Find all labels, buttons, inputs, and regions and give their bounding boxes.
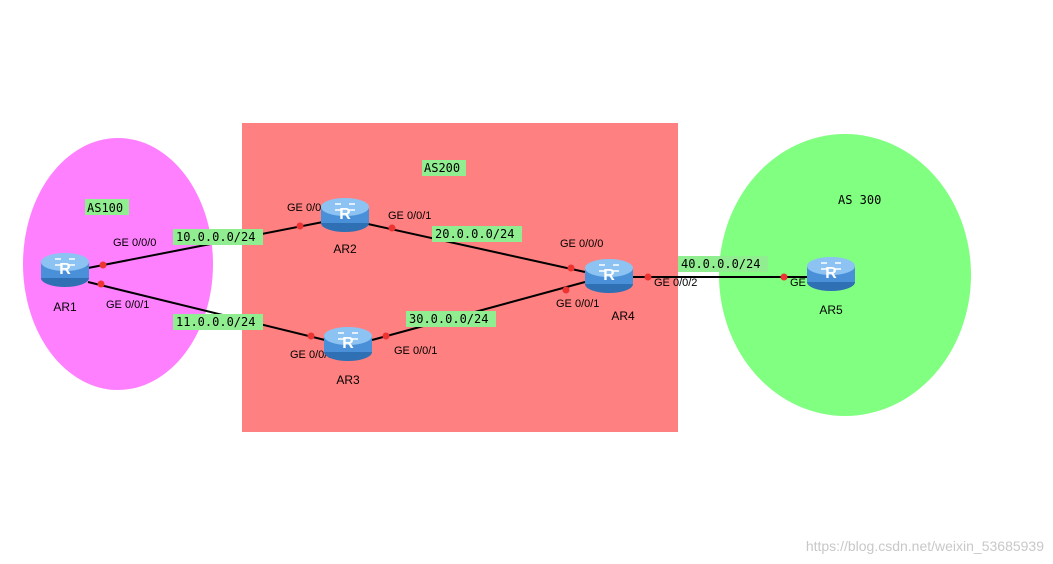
network-label-20: 20.0.0.0/24 [432, 226, 522, 242]
router-ar4[interactable]: R AR4 [584, 258, 635, 323]
port-label: GE 0/0/1 [556, 298, 599, 310]
zone-label-as200: AS200 [422, 160, 466, 176]
port-dot [382, 332, 390, 340]
zone-label-as300: AS 300 [838, 193, 881, 207]
port-label: GE 0/0/1 [388, 210, 431, 222]
router-ar3[interactable]: R AR3 [323, 326, 373, 387]
router-icon: R [59, 261, 71, 278]
watermark: https://blog.csdn.net/weixin_53685939 [806, 538, 1044, 554]
router-icon: R [339, 206, 351, 223]
port-dot [567, 264, 575, 272]
router-name: AR4 [611, 309, 635, 323]
port-label: GE 0/0/0 [290, 349, 333, 361]
router-ar1[interactable]: R AR1 [40, 252, 90, 314]
zone-as100 [23, 138, 213, 390]
port-label: GE 0/0/0 [113, 237, 156, 249]
port-label: GE 0/0/1 [106, 299, 149, 311]
port-dot [97, 280, 105, 288]
port-dot [99, 261, 107, 269]
port-dot [307, 332, 315, 340]
router-ar5[interactable]: R AR5 [806, 256, 856, 317]
svg-text:10.0.0.0/24: 10.0.0.0/24 [176, 230, 255, 244]
svg-text:40.0.0.0/24: 40.0.0.0/24 [681, 257, 760, 271]
port-label: GE 0/0/1 [394, 345, 437, 357]
port-label: GE 0/0/0 [560, 238, 603, 250]
router-icon: R [825, 265, 837, 282]
svg-text:20.0.0.0/24: 20.0.0.0/24 [435, 227, 514, 241]
router-icon: R [603, 267, 615, 284]
port-dot [644, 273, 652, 281]
svg-text:30.0.0.0/24: 30.0.0.0/24 [409, 312, 488, 326]
port-dot [388, 224, 396, 232]
port-dot [296, 222, 304, 230]
svg-text:AS100: AS100 [87, 201, 123, 215]
network-label-10: 10.0.0.0/24 [173, 229, 263, 245]
zone-label-as100: AS100 [85, 199, 129, 215]
link-ar2-ar4 [367, 223, 586, 273]
svg-text:AS 300: AS 300 [838, 193, 881, 207]
network-label-11: 11.0.0.0/24 [173, 314, 263, 330]
router-name: AR1 [53, 300, 77, 314]
port-label: GE 0/0/2 [654, 277, 697, 289]
svg-text:11.0.0.0/24: 11.0.0.0/24 [176, 315, 255, 329]
link-ar1-ar3 [87, 281, 326, 341]
svg-text:AS200: AS200 [424, 161, 460, 175]
network-label-40: 40.0.0.0/24 [678, 256, 768, 272]
router-name: AR2 [333, 242, 357, 256]
router-name: AR5 [819, 303, 843, 317]
port-dot [780, 273, 788, 281]
router-name: AR3 [336, 373, 360, 387]
router-ar2[interactable]: R AR2 [320, 197, 370, 256]
network-label-30: 30.0.0.0/24 [406, 311, 496, 327]
port-label: GE 0/0/0 [287, 202, 330, 214]
router-icon: R [342, 335, 354, 352]
port-dot [562, 286, 570, 294]
